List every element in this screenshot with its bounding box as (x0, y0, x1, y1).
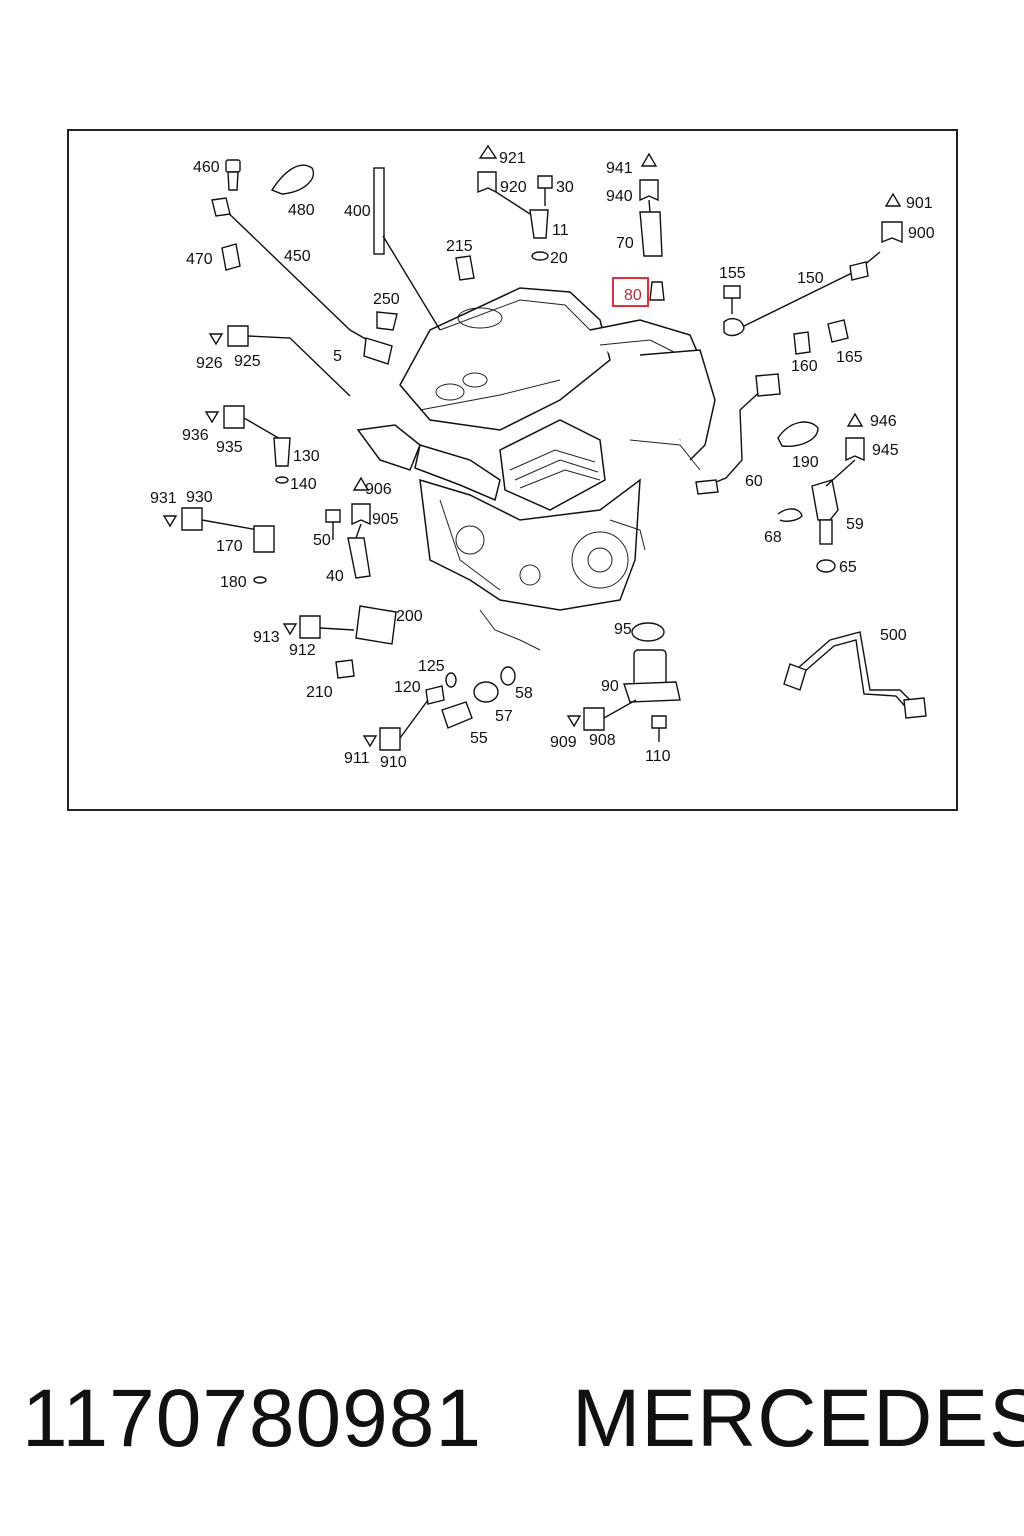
callout-50: 50 (313, 532, 331, 549)
callout-926: 926 (196, 355, 223, 372)
callout-908: 908 (589, 732, 616, 749)
callout-55: 55 (470, 730, 488, 747)
callout-5: 5 (333, 348, 342, 365)
callout-210: 210 (306, 684, 333, 701)
engine-illustration (356, 287, 716, 651)
callout-11: 11 (552, 222, 569, 239)
callout-70: 70 (616, 235, 634, 252)
callout-130: 130 (293, 448, 320, 465)
callout-59: 59 (846, 516, 864, 533)
callout-125: 125 (418, 658, 445, 675)
callout-911: 911 (344, 750, 370, 767)
part-shapes (162, 144, 927, 751)
highlight-box-80 (612, 277, 649, 307)
callout-921: 921 (499, 150, 526, 167)
callout-80: 80 (624, 287, 642, 304)
callout-150: 150 (797, 270, 824, 287)
callout-912: 912 (289, 642, 316, 659)
callout-936: 936 (182, 427, 209, 444)
callout-913: 913 (253, 629, 280, 646)
callout-930: 930 (186, 489, 213, 506)
callout-500: 500 (880, 627, 907, 644)
callout-905: 905 (372, 511, 399, 528)
callout-250: 250 (373, 291, 400, 308)
callout-68: 68 (764, 529, 782, 546)
callout-946: 946 (870, 413, 897, 430)
callout-90: 90 (601, 678, 619, 695)
callout-920: 920 (500, 179, 527, 196)
callout-labels: 460 480 400 921 920 30 11 20 941 940 70 … (150, 150, 935, 771)
callout-57: 57 (495, 708, 513, 725)
diagram-frame (67, 129, 958, 811)
callout-200: 200 (396, 608, 423, 625)
callout-940: 940 (606, 188, 633, 205)
callout-190: 190 (792, 454, 819, 471)
callout-400: 400 (344, 203, 371, 220)
callout-906: 906 (365, 481, 392, 498)
callout-58: 58 (515, 685, 533, 702)
callout-935: 935 (216, 439, 243, 456)
callout-140: 140 (290, 476, 317, 493)
callout-40: 40 (326, 568, 344, 585)
callout-95: 95 (614, 621, 632, 638)
callout-900: 900 (908, 225, 935, 242)
callout-110: 110 (645, 748, 671, 765)
callout-450: 450 (284, 248, 311, 265)
part-number: 1170780981 (22, 1373, 482, 1464)
callout-20: 20 (550, 250, 568, 267)
callout-65: 65 (839, 559, 857, 576)
callout-460: 460 (193, 159, 220, 176)
callout-910: 910 (380, 754, 407, 771)
callout-60: 60 (745, 473, 763, 490)
callout-160: 160 (791, 358, 818, 375)
callout-480: 480 (288, 202, 315, 219)
callout-215: 215 (446, 238, 473, 255)
callout-170: 170 (216, 538, 243, 555)
callout-155: 155 (719, 265, 746, 282)
brand-name: MERCEDES (572, 1373, 1024, 1464)
callout-120: 120 (394, 679, 421, 696)
callout-925: 925 (234, 353, 261, 370)
callout-901: 901 (906, 195, 933, 212)
callout-470: 470 (186, 251, 213, 268)
callout-909: 909 (550, 734, 577, 751)
callout-165: 165 (836, 349, 863, 366)
callout-931: 931 (150, 490, 177, 507)
callout-180: 180 (220, 574, 247, 591)
callout-941: 941 (606, 160, 633, 177)
callout-30: 30 (556, 179, 574, 196)
callout-945: 945 (872, 442, 899, 459)
